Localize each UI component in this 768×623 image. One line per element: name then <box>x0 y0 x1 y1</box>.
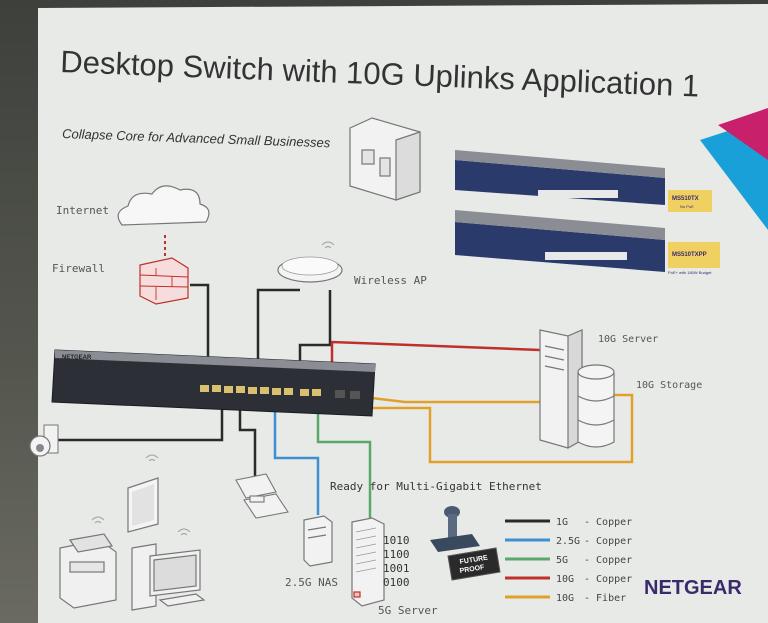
product-note: PoE+ with 180W Budget <box>668 270 712 275</box>
binary-digit: 1001 <box>383 562 410 575</box>
wireless-ap-icon <box>277 241 343 283</box>
product-ms510tx <box>455 150 665 205</box>
product-model: MS510TXPP <box>672 252 707 258</box>
desktop-pc-icon <box>131 543 206 611</box>
binary-digit: 1100 <box>383 548 410 561</box>
binary-digit: 1010 <box>383 534 410 547</box>
legend-medium: - Copper <box>584 555 632 566</box>
wifi-icon <box>91 516 105 524</box>
product-badge <box>668 242 720 268</box>
cable-legend: 1G - Copper 2.5G - Copper 5G - Copper 10G - Cop… <box>505 517 632 604</box>
link-5g-server <box>316 405 372 520</box>
link-phone <box>238 405 257 480</box>
firewall-icon <box>139 257 189 305</box>
switch-ports <box>200 385 321 396</box>
ready-multigig-text: Ready for Multi-Gigabit Ethernet <box>330 480 542 493</box>
tablet-icon <box>127 477 159 533</box>
printer-icon <box>59 533 117 609</box>
slide-background <box>38 4 768 623</box>
server-5g-icon <box>351 517 385 607</box>
link-ap-b <box>298 290 332 368</box>
legend-speed: 10G <box>556 574 574 585</box>
camera-icon <box>29 424 59 457</box>
switch-brand: NETGEAR <box>62 355 92 361</box>
office-building-icon <box>349 117 421 201</box>
ip-phone-icon <box>235 473 289 519</box>
link-camera <box>58 400 224 442</box>
legend-speed: 10G <box>556 593 574 604</box>
legend-medium: - Fiber <box>584 593 626 604</box>
netgear-logo: NETGEAR <box>644 577 742 599</box>
internet-label: Internet <box>56 204 109 217</box>
link-ap-a <box>256 288 300 368</box>
product-ms510txpp <box>455 210 665 272</box>
firewall-label: Firewall <box>52 262 105 275</box>
connections <box>58 235 634 520</box>
future-proof-line1: FUTURE <box>459 555 488 566</box>
link-10g-storage <box>355 393 634 464</box>
product-note: No PoE <box>680 204 694 209</box>
product-badge <box>668 190 712 212</box>
legend-speed: 1G <box>556 517 568 528</box>
link-10g-server <box>330 340 541 368</box>
nas-icon <box>303 515 333 567</box>
binary-digit: 0100 <box>383 576 410 589</box>
sfp-port <box>335 390 345 398</box>
sfp-port <box>350 391 360 399</box>
server-tower-icon <box>539 329 583 450</box>
wireless-ap-label: Wireless AP <box>354 274 427 287</box>
server-10g-label: 10G Server <box>598 334 658 345</box>
accent-magenta-shape <box>718 108 768 160</box>
future-proof-line2: PROOF <box>459 564 485 575</box>
cloud-icon <box>117 185 210 226</box>
legend-medium: - Copper <box>584 536 632 547</box>
legend-speed: 5G <box>556 555 568 566</box>
legend-medium: - Copper <box>584 574 632 585</box>
main-switch: NETGEAR <box>51 349 376 417</box>
link-firewall <box>190 283 210 368</box>
wifi-icon <box>145 454 159 462</box>
future-proof-stamp-icon: FUTURE PROOF <box>430 506 501 581</box>
storage-10g-label: 10G Storage <box>636 380 702 391</box>
legend-speed: 2.5G <box>556 536 580 547</box>
server-5g-label: 5G Server <box>378 604 438 617</box>
storage-icon <box>577 364 615 448</box>
nas-label: 2.5G NAS <box>285 576 338 589</box>
legend-medium: - Copper <box>584 517 632 528</box>
wifi-icon <box>177 528 191 536</box>
link-nas <box>273 405 320 515</box>
product-model: MS510TX <box>672 196 699 202</box>
